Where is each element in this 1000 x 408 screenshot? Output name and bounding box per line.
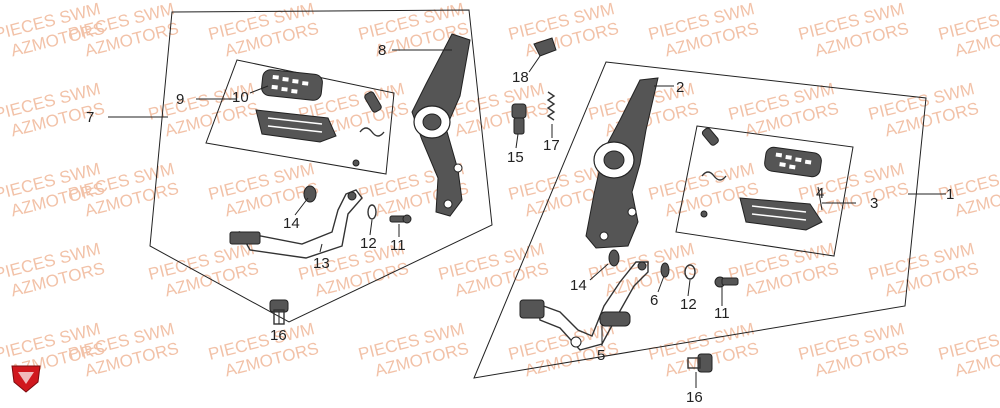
flat-washer-right-part xyxy=(684,264,696,280)
callout-4: 4 xyxy=(816,185,824,202)
callout-1: 1 xyxy=(946,186,954,203)
washer-part xyxy=(303,185,317,203)
callout-3: 3 xyxy=(870,195,878,212)
callout-7: 7 xyxy=(86,109,94,126)
pivot-pin-right-part xyxy=(701,127,719,146)
rear-set-bracket-right-part xyxy=(585,77,659,249)
brake-pedal-part xyxy=(229,189,363,259)
bolt-part xyxy=(389,214,412,224)
callout-labels: 7 9 10 8 14 12 11 13 16 18 15 17 2 1 4 3… xyxy=(86,42,954,406)
callout-11: 11 xyxy=(390,237,406,254)
left-assembly-frame xyxy=(149,9,493,323)
return-spring-part xyxy=(359,127,385,137)
shift-lever-part xyxy=(519,261,649,351)
callout-9: 9 xyxy=(176,91,184,108)
right-footrest-subframe xyxy=(675,125,854,257)
mounting-bolt-right-part xyxy=(687,353,713,373)
callout-15: 15 xyxy=(507,149,524,166)
callout-11-right: 11 xyxy=(714,305,730,322)
leader-lines xyxy=(108,49,946,388)
flat-washer-part xyxy=(367,204,377,220)
rear-set-bracket-part xyxy=(411,33,471,217)
callout-18: 18 xyxy=(512,69,529,86)
adjuster-part xyxy=(511,103,527,135)
callout-16-right: 16 xyxy=(686,389,703,403)
cotter-right-part xyxy=(700,210,708,218)
return-spring-right-part xyxy=(701,171,727,181)
footrest-peg-part xyxy=(255,109,337,143)
callout-5: 5 xyxy=(597,347,605,364)
bolt-right-part xyxy=(714,276,739,288)
callout-6: 6 xyxy=(650,292,658,309)
cotter-part xyxy=(352,159,360,167)
pivot-pin-part xyxy=(364,91,382,113)
callout-17: 17 xyxy=(543,137,560,154)
footrest-peg-right-part xyxy=(739,197,823,231)
callout-14-right: 14 xyxy=(570,277,587,294)
left-footrest-subframe xyxy=(205,59,395,175)
callout-8: 8 xyxy=(378,42,386,59)
callout-14: 14 xyxy=(283,215,300,232)
footrest-rubber-right-part xyxy=(764,146,822,178)
right-assembly-frame xyxy=(473,61,927,379)
clip-part xyxy=(533,37,557,57)
callout-2: 2 xyxy=(676,79,684,96)
callout-13: 13 xyxy=(313,255,330,272)
brand-shield-icon xyxy=(11,365,41,393)
callout-10: 10 xyxy=(232,89,249,106)
washer-right-part xyxy=(608,249,620,267)
callout-16: 16 xyxy=(270,327,287,344)
callout-12: 12 xyxy=(360,235,377,252)
spring-part xyxy=(546,91,556,121)
bushing-part xyxy=(660,262,670,278)
footrest-rubber-part xyxy=(261,69,323,101)
callout-12-right: 12 xyxy=(680,296,697,313)
